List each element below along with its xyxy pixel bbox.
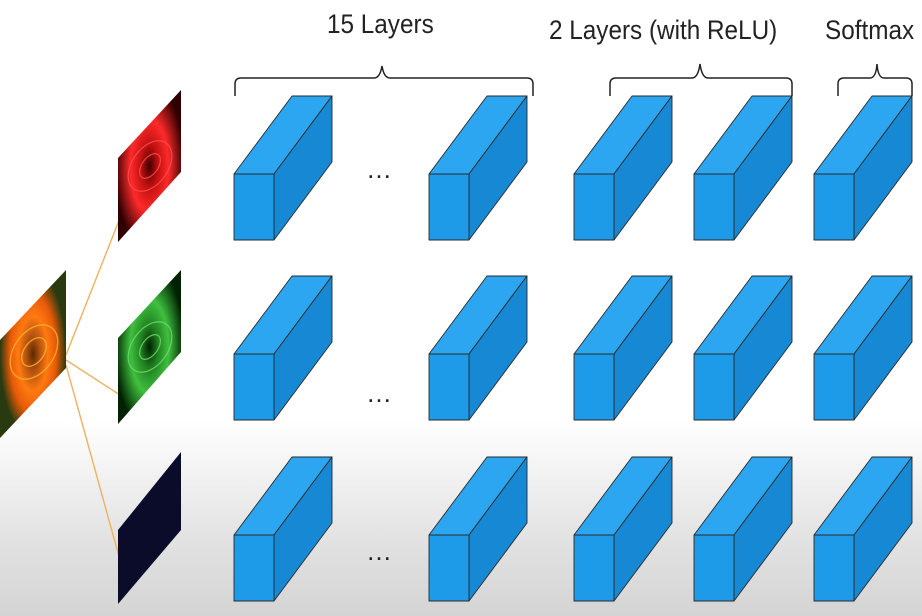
input-image (0, 270, 66, 438)
block-front-face (693, 173, 735, 241)
layer-block-row-3-first-layer (233, 456, 333, 602)
layer-block-row-2-last-conv-layer (428, 275, 528, 421)
block-front-face (573, 353, 615, 421)
ellipsis-markers: … … … (366, 154, 392, 566)
block-front-face (428, 534, 470, 602)
channel-image-red (118, 90, 181, 242)
layer-block-row-1-softmax-layer (813, 95, 913, 241)
ellipsis-row-1: … (366, 154, 392, 184)
connector-to-blue (65, 364, 121, 561)
layer-block-row-3-last-conv-layer (428, 456, 528, 602)
layer-block-row-2-first-layer (233, 275, 333, 421)
channel-image-green (118, 270, 181, 424)
group-label-softmax: Softmax (825, 15, 915, 45)
block-front-face (233, 173, 275, 241)
connector-lines (65, 217, 121, 561)
layer-block-row-3-relu-layer-1 (573, 456, 673, 602)
layer-block-row-2-softmax-layer (813, 275, 913, 421)
layer-block-row-1-last-conv-layer (428, 95, 528, 241)
group-label-15-layers: 15 Layers (327, 9, 434, 39)
brace-15-layers (234, 65, 534, 96)
block-front-face (693, 534, 735, 602)
ellipsis-row-3: … (366, 536, 392, 566)
block-front-face (428, 353, 470, 421)
layer-block-row-1-first-layer (233, 95, 333, 241)
brace-softmax (837, 63, 913, 96)
layer-block-row-2-relu-layer-2 (693, 275, 793, 421)
block-front-face (693, 353, 735, 421)
block-front-face (813, 353, 855, 421)
block-front-face (813, 534, 855, 602)
block-front-face (573, 173, 615, 241)
block-front-face (233, 353, 275, 421)
connector-to-green (65, 359, 121, 396)
brace-2-layers (609, 63, 793, 96)
block-front-face (573, 534, 615, 602)
block-front-face (428, 173, 470, 241)
channel-image-blue (118, 452, 181, 604)
block-front-face (813, 173, 855, 241)
layer-block-row-2-relu-layer-1 (573, 275, 673, 421)
layer-block-row-1-relu-layer-1 (573, 95, 673, 241)
ellipsis-row-2: … (366, 378, 392, 408)
layer-block-row-3-softmax-layer (813, 456, 913, 602)
layer-block-row-3-relu-layer-2 (693, 456, 793, 602)
layer-blocks (233, 95, 913, 602)
connector-to-red (65, 217, 121, 356)
layer-block-row-1-relu-layer-2 (693, 95, 793, 241)
block-front-face (233, 534, 275, 602)
group-label-2-layers-relu: 2 Layers (with ReLU) (549, 15, 778, 45)
